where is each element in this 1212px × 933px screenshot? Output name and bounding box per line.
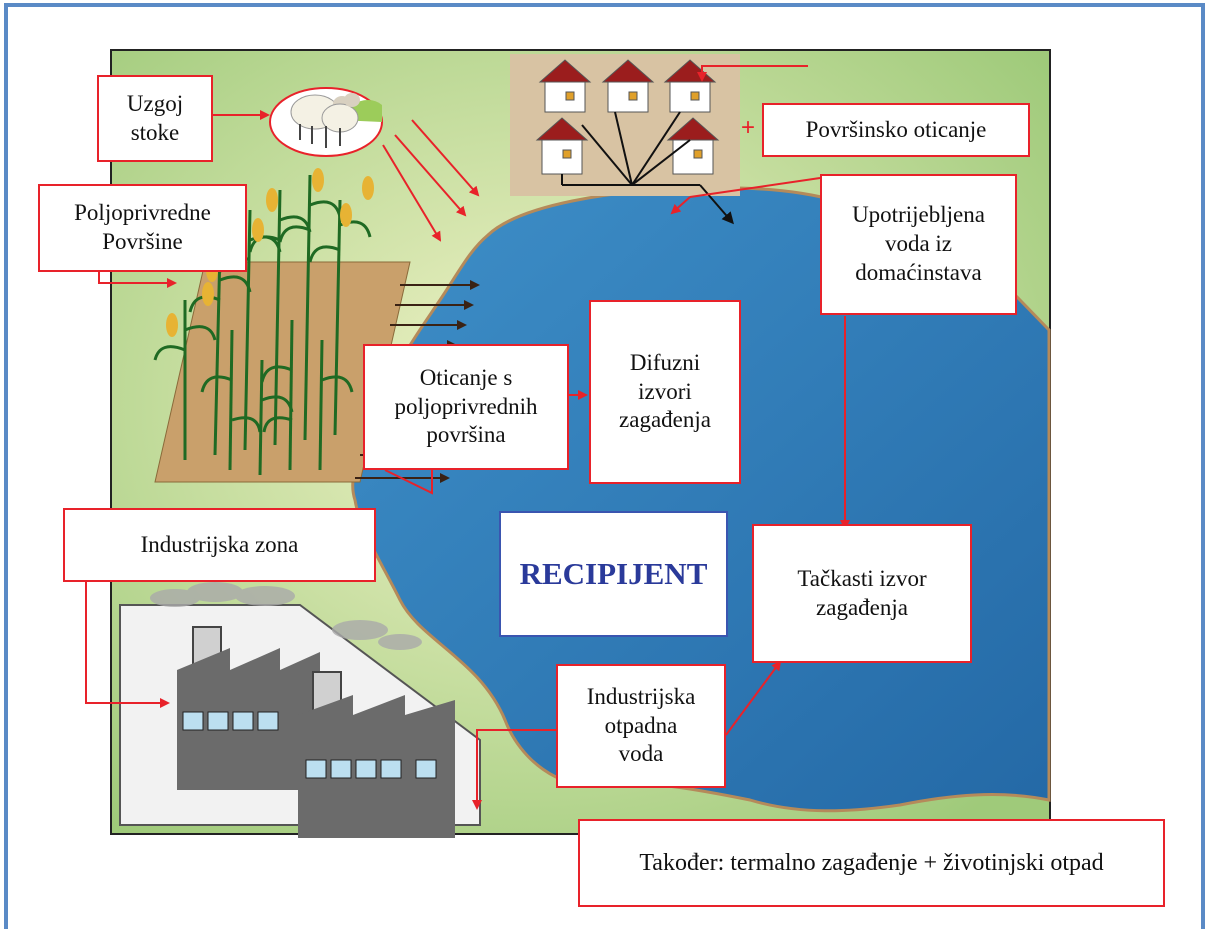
label-also: Također: termalno zagađenje + životinjsk… — [578, 819, 1165, 907]
arrow-agri-areas — [98, 270, 177, 288]
arrow-surface-runoff — [697, 65, 808, 82]
livestock-runoff-arrows — [382, 119, 480, 242]
houses — [535, 59, 720, 175]
page-frame — [4, 3, 1205, 929]
label-agri-runoff: Oticanje s poljoprivrednih površina — [363, 344, 569, 470]
label-livestock: Uzgoj stoke — [97, 75, 213, 162]
label-point-source: Tačkasti izvor zagađenja — [752, 524, 972, 663]
arrow-wastewater-to-point — [725, 660, 782, 736]
label-household-water: Upotrijebljena voda iz domaćinstava — [820, 174, 1017, 315]
label-industrial-wastewater: Industrijska otpadna voda — [556, 664, 726, 788]
factory-1 — [177, 626, 320, 790]
factory-2 — [298, 671, 455, 838]
smoke — [150, 582, 422, 650]
arrow-surface-runoff-2 — [689, 177, 821, 198]
plus-sign: + — [741, 114, 755, 141]
livestock-illustration — [269, 87, 383, 157]
arrow-industrial-zone — [85, 580, 170, 708]
label-recipient: RECIPIJENT — [499, 511, 728, 637]
corn-plants — [153, 174, 372, 476]
callout-agri-runoff — [384, 468, 433, 495]
label-surface-runoff: Površinsko oticanje — [762, 103, 1030, 157]
label-diffuse-sources: Difuzni izvori zagađenja — [589, 300, 741, 484]
label-industrial-zone: Industrijska zona — [63, 508, 376, 582]
arrow-wastewater-left — [472, 729, 558, 810]
sewer-lines — [561, 111, 734, 225]
label-agricultural-areas: Poljoprivredne Površine — [38, 184, 247, 272]
